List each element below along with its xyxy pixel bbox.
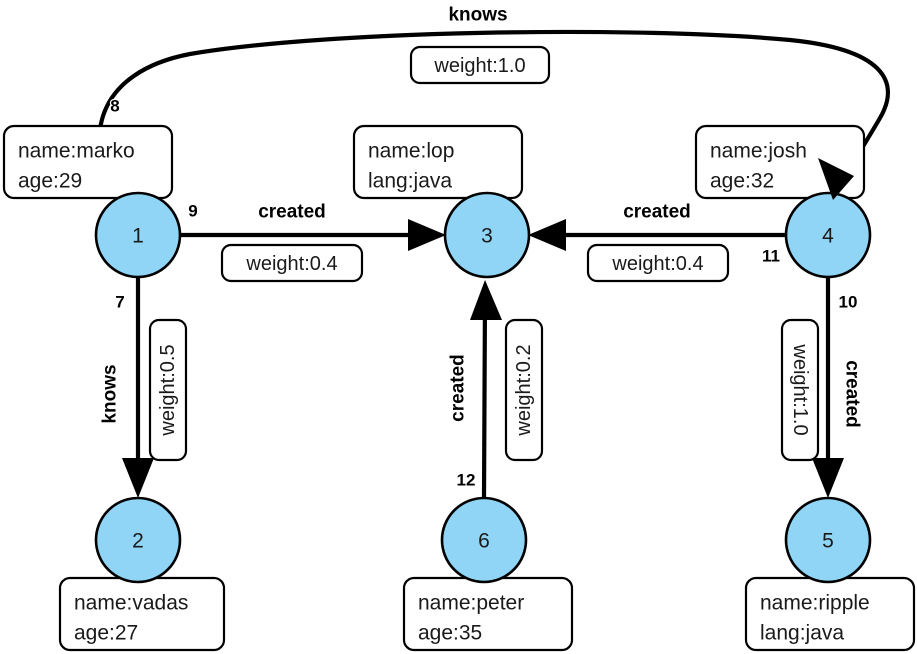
node-5-label: 5	[822, 530, 834, 553]
node-6-label: 6	[478, 530, 490, 553]
node-3-label: 3	[481, 225, 493, 248]
property-box-node-5: name:ripple lang:java	[744, 576, 916, 652]
node-5-circle[interactable]	[784, 496, 872, 584]
node-1-label: 1	[132, 225, 144, 248]
edge-9[interactable]	[180, 219, 446, 251]
property-box-node-2-line-1: age:27	[74, 622, 138, 645]
property-box-node-5-line-0: name:ripple	[760, 592, 870, 615]
edge-12-weight-box-rect	[504, 318, 544, 462]
edge-11-type-label: created	[623, 202, 691, 223]
property-box-node-1-line-0: name:marko	[18, 140, 135, 163]
edge-8-weight-box-rect	[409, 45, 551, 85]
edge-8-weight-box: weight:1.0	[409, 45, 551, 85]
edges-layer	[97, 29, 890, 499]
node-6-circle[interactable]	[440, 496, 528, 584]
property-box-node-4-rect	[694, 124, 866, 200]
node-3-circle[interactable]	[443, 191, 531, 279]
node-4-label: 4	[822, 225, 834, 248]
property-box-node-3: name:lop lang:java	[352, 124, 524, 200]
edge-7-weight-label: weight:0.5	[157, 344, 179, 436]
edge-10[interactable]	[812, 277, 844, 498]
property-box-node-6: name:peter age:35	[402, 576, 574, 652]
edge-11[interactable]	[528, 219, 786, 251]
node-1-circle[interactable]	[94, 191, 182, 279]
edge-10-id-label: 10	[839, 293, 858, 312]
property-box-node-1: name:marko age:29	[2, 124, 174, 200]
edge-10-weight-label: weight:1.0	[789, 343, 811, 435]
edge-12-arrowhead	[470, 280, 502, 320]
edge-12-line[interactable]	[481, 295, 488, 499]
edge-11-arrowhead	[528, 219, 566, 251]
edge-7-arrowhead	[122, 458, 154, 498]
edge-9-type-label: created	[258, 202, 326, 223]
node-1[interactable]: 1	[94, 191, 182, 279]
arrowheads-top-layer	[818, 158, 854, 200]
property-box-node-5-line-1: lang:java	[760, 622, 844, 645]
property-box-node-3-line-1: lang:java	[368, 170, 452, 193]
node-5[interactable]: 5	[784, 496, 872, 584]
property-box-node-6-line-1: age:35	[418, 622, 482, 645]
edge-8-line[interactable]	[97, 29, 890, 202]
edge-7-weight-box: weight:0.5	[148, 318, 188, 462]
edge-11-weight-box-rect	[586, 243, 730, 283]
edge-8-id-label: 8	[110, 97, 119, 116]
node-3[interactable]: 3	[443, 191, 531, 279]
node-6[interactable]: 6	[440, 496, 528, 584]
edge-7-weight-box-rect	[148, 318, 188, 462]
edge-12-weight-label: weight:0.2	[513, 344, 535, 436]
edge-10-type-label: created	[842, 360, 863, 428]
edge-12-weight-box: weight:0.2	[504, 318, 544, 462]
edge-7[interactable]	[122, 277, 154, 498]
edge-9-weight-box-rect	[220, 243, 364, 283]
property-box-node-3-rect	[352, 124, 524, 200]
property-box-node-1-line-1: age:29	[18, 170, 82, 193]
property-box-node-4-line-1: age:32	[710, 170, 774, 193]
node-2[interactable]: 2	[94, 496, 182, 584]
edge-7-id-label: 7	[115, 293, 124, 312]
edge-9-weight-label: weight:0.4	[245, 253, 337, 275]
edge-8-arrowhead-top	[818, 158, 854, 200]
edge-8-weight-label: weight:1.0	[433, 55, 525, 77]
property-box-node-4-line-0: name:josh	[710, 140, 807, 163]
edge-9-arrowhead	[408, 219, 446, 251]
nodes-layer: 1 2 3 4 5 6	[94, 191, 872, 584]
property-box-node-2: name:vadas age:27	[58, 576, 226, 652]
edge-11-weight-box: weight:0.4	[586, 243, 730, 283]
node-2-circle[interactable]	[94, 496, 182, 584]
property-box-node-3-line-0: name:lop	[368, 140, 454, 163]
edge-12-id-label: 12	[457, 471, 476, 490]
node-2-label: 2	[132, 530, 144, 553]
edge-11-id-label: 11	[762, 247, 780, 266]
edge-10-arrowhead	[812, 458, 844, 498]
edge-9-weight-box: weight:0.4	[220, 243, 364, 283]
edge-7-type-label: knows	[100, 364, 121, 423]
property-boxes-layer: name:marko age:29 name:lop lang:java nam…	[2, 124, 916, 652]
edge-12[interactable]	[470, 280, 502, 499]
edge-10-weight-box: weight:1.0	[780, 318, 820, 462]
property-box-node-4: name:josh age:32	[694, 124, 866, 200]
edge-9-id-label: 9	[188, 202, 197, 221]
edge-8-type-label: knows	[448, 5, 507, 26]
edge-11-weight-label: weight:0.4	[611, 253, 703, 275]
edge-labels-layer: 8 knows weight:1.0 9 created weight:0.4 …	[98, 3, 864, 491]
property-box-node-1-rect	[2, 124, 174, 200]
edge-10-weight-box-rect	[780, 318, 820, 462]
edge-12-type-label: created	[448, 354, 469, 422]
node-4-circle[interactable]	[784, 191, 872, 279]
property-box-node-2-line-0: name:vadas	[74, 592, 188, 615]
property-box-node-6-line-0: name:peter	[418, 592, 524, 615]
node-4[interactable]: 4	[784, 191, 872, 279]
